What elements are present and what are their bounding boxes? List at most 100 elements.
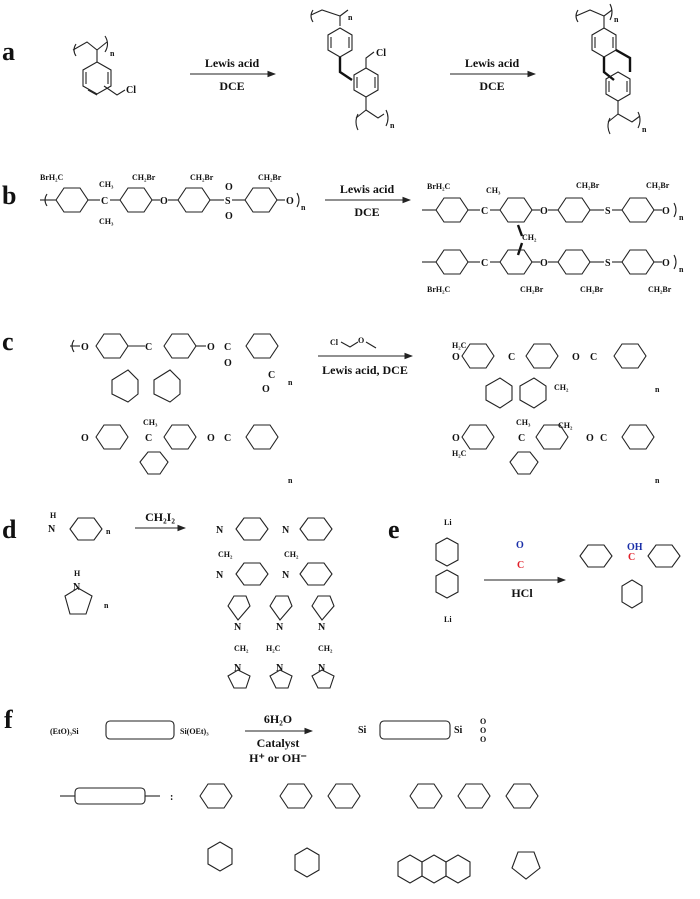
svg-text:O: O (452, 352, 460, 363)
reaction-arrow-c: Cl O Lewis acid, DCE (318, 336, 414, 377)
svg-text:CH₃: CH₃ (99, 217, 114, 226)
svg-text:H: H (50, 511, 57, 520)
svg-text:CH₂Br: CH₂Br (520, 285, 544, 294)
svg-text:O: O (358, 336, 364, 345)
svg-text:C: C (600, 433, 607, 444)
panel-label-d: d (2, 515, 17, 544)
svg-text:BrH₂C: BrH₂C (427, 285, 451, 294)
linker-anthracenylene (397, 854, 471, 884)
svg-text:O: O (224, 358, 232, 369)
svg-text:C: C (101, 196, 108, 207)
svg-text:O: O (480, 726, 486, 735)
linker-phenylene (199, 783, 233, 809)
svg-text:N: N (318, 622, 326, 633)
linker-legend: : (60, 783, 541, 884)
linker-benzenetriyl (294, 847, 320, 878)
svg-text:O: O (480, 717, 486, 726)
reagent-label: Lewis acid (465, 56, 520, 70)
polymer-polypyrrole: H N n (64, 569, 109, 615)
svg-text:O: O (540, 258, 548, 269)
svg-text:CH₂: CH₂ (284, 550, 299, 559)
svg-text:CH₂Br: CH₂Br (258, 173, 282, 182)
svg-text:Si: Si (358, 725, 367, 736)
svg-text:H₂C: H₂C (452, 341, 467, 350)
svg-text:CH₂: CH₂ (522, 233, 537, 242)
product-cardo-crosslinked: H₂C O C O C n CH₂ (452, 341, 660, 409)
svg-text:O: O (662, 206, 670, 217)
subscript-n: n (110, 49, 115, 58)
svg-text:n: n (679, 213, 684, 222)
svg-text:C: C (518, 433, 525, 444)
reaction-arrow-e: O C HCl (484, 540, 567, 600)
reaction-arrow-f: 6H₂O Catalyst H⁺ or OH⁻ (245, 712, 314, 765)
svg-text:Li: Li (444, 615, 452, 624)
svg-text:O: O (81, 342, 89, 353)
svg-text:n: n (288, 476, 293, 485)
solvent-label: DCE (219, 79, 244, 93)
polymer-phenolphthalein-polyarylate: O C CH₃ O C n (81, 418, 293, 485)
svg-text:n: n (655, 476, 660, 485)
panel-a: a n Cl Lewis acid DCE n (2, 3, 647, 135)
svg-text:CH₃: CH₃ (486, 186, 501, 195)
svg-text:N: N (276, 622, 284, 633)
polymer-chloromethylated-polysulfone: C CH₃ CH₃ BrH₂C CH₂Br O CH₂Br S O O CH₂B… (40, 173, 306, 226)
svg-text:O: O (572, 352, 580, 363)
linker-placeholder-box (105, 720, 175, 740)
product-phenolphthalein-crosslinked: O H₂C C CH₃ CH₂ O C n (452, 418, 660, 485)
svg-text:n: n (655, 385, 660, 394)
panel-b: b C CH₃ CH₃ BrH₂C CH₂Br O CH₂Br S O O CH… (2, 173, 684, 294)
svg-text:O: O (81, 433, 89, 444)
svg-text:O: O (207, 342, 215, 353)
svg-text:n: n (614, 15, 619, 24)
svg-text:C: C (481, 258, 488, 269)
svg-text:N: N (73, 582, 81, 593)
svg-text:O: O (160, 196, 168, 207)
svg-text:N: N (276, 663, 284, 674)
panel-label-c: c (2, 327, 14, 356)
carbonate-oxygen: O (516, 540, 524, 551)
product-crosslinked-structure: n n (575, 3, 647, 135)
linker-m-phenylene (207, 841, 233, 872)
svg-text:n: n (642, 125, 647, 134)
svg-text:Cl: Cl (376, 48, 386, 59)
reactant-dilithiobiphenyl: Li Li (435, 518, 459, 624)
svg-text:Lewis acid: Lewis acid (340, 182, 395, 196)
svg-text:C: C (508, 352, 515, 363)
reaction-arrow-b: Lewis acid DCE (325, 182, 412, 219)
svg-text:H₂C: H₂C (266, 644, 281, 653)
svg-text:CH₂: CH₂ (558, 421, 573, 430)
svg-text:CH₃: CH₃ (99, 180, 114, 189)
svg-text:Li: Li (444, 518, 452, 527)
svg-text:O: O (480, 735, 486, 744)
svg-text:CH₃: CH₃ (516, 418, 531, 427)
svg-text:O: O (452, 433, 460, 444)
panel-label-e: e (388, 515, 400, 544)
product-carbon: C (628, 552, 635, 563)
svg-text:C: C (145, 433, 152, 444)
svg-text:H₂C: H₂C (452, 449, 467, 458)
svg-text:S: S (605, 206, 611, 217)
svg-text:H: H (74, 569, 81, 578)
svg-text:Catalyst: Catalyst (257, 736, 300, 750)
reactant-left-silyl: (EtO)₃Si (50, 727, 79, 736)
product-crosslinked-polysulfone: BrH₂C C CH₃ O CH₂Br S CH₂Br O n CH₂ (422, 181, 684, 294)
panel-label-a: a (2, 37, 15, 66)
svg-text:H⁺ or OH⁻: H⁺ or OH⁻ (249, 751, 307, 765)
svg-text:CH₂Br: CH₂Br (648, 285, 672, 294)
solvent-label: DCE (479, 79, 504, 93)
svg-text:C: C (224, 342, 231, 353)
product-crosslinked-polypyrrole: N N N CH₂ H₂C CH₂ N N N (227, 595, 335, 689)
product-crosslinked-polyaniline: N N CH₂ CH₂ N N (216, 517, 333, 586)
svg-text:O: O (662, 258, 670, 269)
svg-text:n: n (288, 378, 293, 387)
linker-thiophenylene (511, 851, 541, 880)
svg-text:CH₂: CH₂ (218, 550, 233, 559)
svg-text:CH₂: CH₂ (554, 383, 569, 392)
svg-text:CH₂: CH₂ (318, 644, 333, 653)
svg-text:N: N (318, 663, 326, 674)
svg-text:O: O (540, 206, 548, 217)
svg-text:CH₂Br: CH₂Br (576, 181, 600, 190)
svg-text:C: C (268, 370, 275, 381)
svg-text:N: N (48, 524, 56, 535)
